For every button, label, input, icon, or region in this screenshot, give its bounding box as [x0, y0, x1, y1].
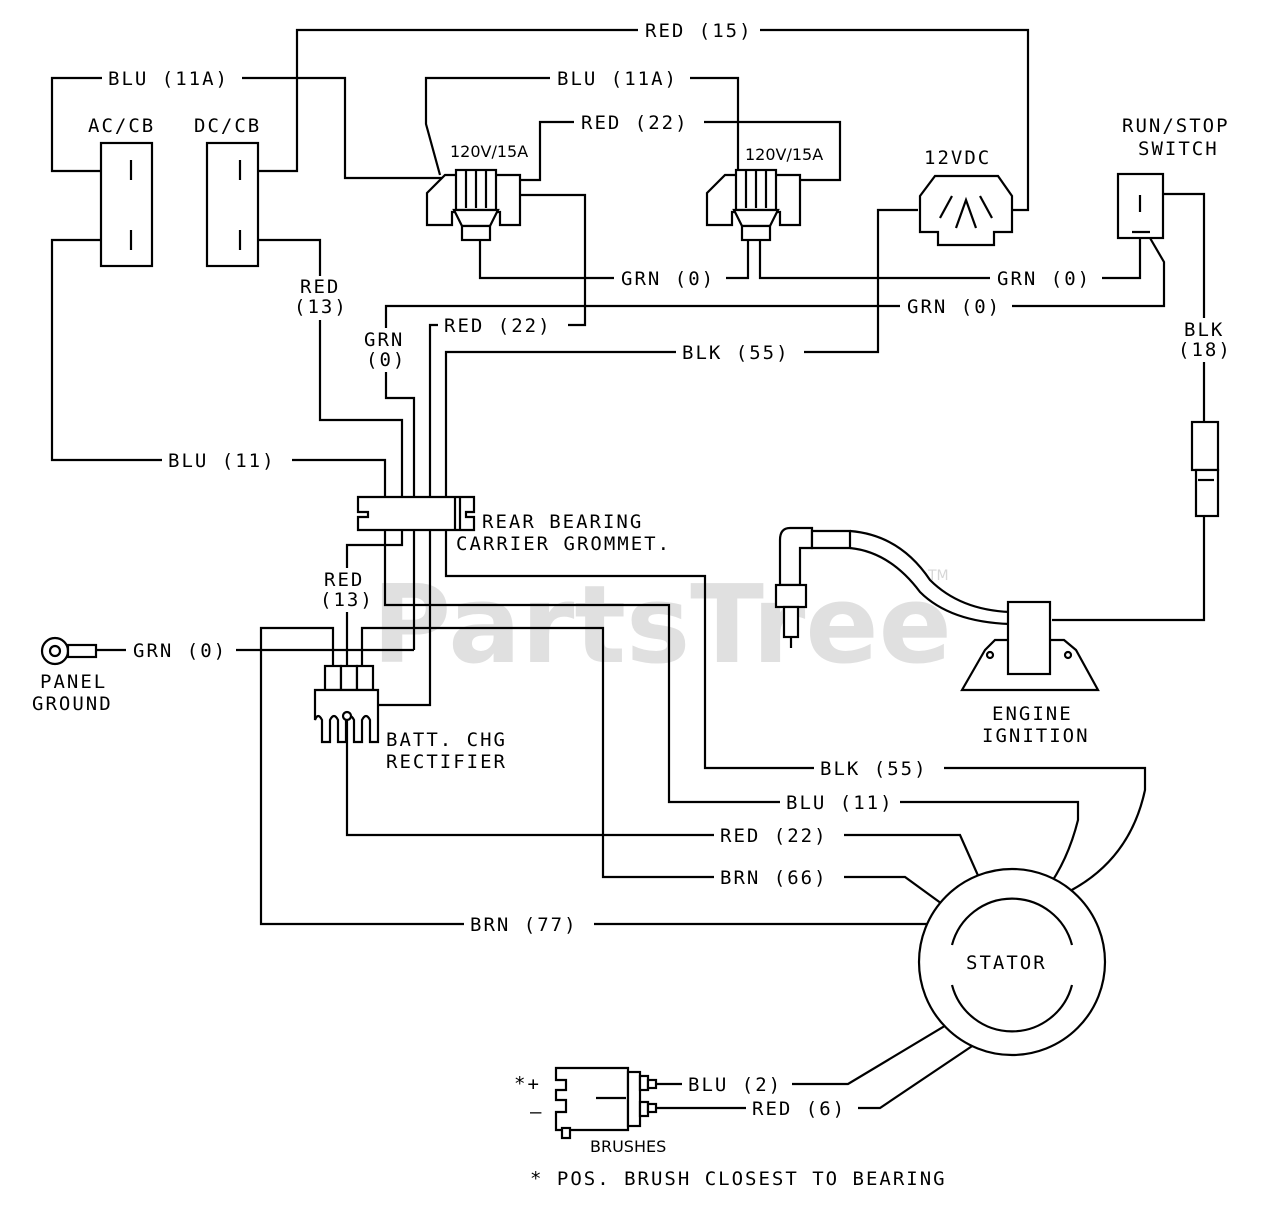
label-red-22-low: RED (22): [720, 825, 828, 847]
label-blk-55-low: BLK (55): [820, 758, 928, 780]
label-grn-0-v1: GRN: [364, 329, 404, 351]
run-stop-switch: [1116, 172, 1165, 240]
label-outlet-2: 120V/15A: [745, 145, 823, 164]
label-rectifier: RECTIFIER: [386, 751, 507, 773]
wire-red-6: [655, 1029, 997, 1110]
battery-charge-rectifier: [313, 664, 380, 744]
wire-blk-18-b: [1052, 515, 1206, 622]
label-blu-11a-2: BLU (11A): [557, 68, 678, 90]
label-red-22-top: RED (22): [581, 112, 689, 134]
label-outlet-1: 120V/15A: [450, 142, 528, 161]
label-ground: GROUND: [32, 693, 113, 715]
label-blk-18-1: BLK: [1184, 319, 1224, 341]
label-blu-11-low: BLU (11): [786, 792, 894, 814]
label-red-13-b1: RED: [324, 569, 364, 591]
component-labels: AC/CB DC/CB 120V/15A 120V/15A 12VDC RUN/…: [32, 115, 1230, 1190]
label-grn-0-v2: (0): [366, 349, 406, 371]
label-red-22-mid: RED (22): [444, 315, 552, 337]
label-blu-11-left: BLU (11): [168, 450, 276, 472]
panel-ground-lug: [40, 636, 98, 666]
outlet-120v-2: [705, 168, 802, 242]
label-blk-55-top: BLK (55): [682, 342, 790, 364]
wire-red-22-low: [345, 716, 990, 899]
label-red-15: RED (15): [645, 20, 753, 42]
label-batt-chg: BATT. CHG: [386, 729, 507, 751]
label-rear-bearing: REAR BEARING: [482, 511, 643, 533]
wire-connector: [1190, 420, 1220, 518]
label-brn-77: BRN (77): [470, 914, 578, 936]
rear-bearing-grommet: [356, 495, 476, 532]
label-brush-minus: –: [530, 1101, 543, 1123]
engine-ignition-coil: [960, 600, 1100, 692]
ac-circuit-breaker: [99, 141, 154, 268]
label-stator: STATOR: [966, 952, 1047, 974]
label-grn-0-b: GRN (0): [997, 268, 1091, 290]
ignition-lead: [849, 529, 1011, 626]
label-engine: ENGINE: [992, 703, 1073, 725]
label-blk-18-2: (18): [1178, 339, 1232, 361]
label-blu-2: BLU (2): [688, 1074, 782, 1096]
label-blu-11a-1: BLU (11A): [108, 68, 229, 90]
wire-brn-66: [360, 626, 961, 918]
label-grn-0-c: GRN (0): [907, 296, 1001, 318]
label-ignition: IGNITION: [982, 725, 1090, 747]
label-12vdc: 12VDC: [924, 147, 991, 169]
label-grn-0-a: GRN (0): [621, 268, 715, 290]
brushes: [554, 1066, 658, 1140]
label-red-13-a2: (13): [294, 296, 348, 318]
label-brushes: BRUSHES: [590, 1137, 666, 1156]
wire-red-13: [243, 238, 404, 666]
label-panel: PANEL: [40, 671, 107, 693]
wire-blu-11a-2: [424, 76, 740, 186]
label-red-13-b2: (13): [320, 589, 374, 611]
label-red-6: RED (6): [752, 1098, 846, 1120]
label-brush-plus: *+: [514, 1073, 541, 1095]
label-run-stop: RUN/STOP: [1122, 115, 1230, 137]
stator: [917, 867, 1107, 1057]
wire-labels: RED (15) BLU (11A) BLU (11A) RED (22) GR…: [102, 18, 1236, 1120]
label-ac-cb: AC/CB: [88, 115, 155, 137]
wire-grn-0-c: [384, 237, 1166, 650]
outlet-120v-1: [425, 168, 522, 242]
dc-circuit-breaker: [205, 141, 260, 268]
watermark: PartsTree: [372, 563, 952, 688]
footnote: * POS. BRUSH CLOSEST TO BEARING: [530, 1168, 947, 1190]
wire-grn-0-b: [758, 234, 1142, 280]
label-carrier-grommet: CARRIER GROMMET.: [456, 533, 671, 555]
label-dc-cb: DC/CB: [194, 115, 261, 137]
spark-plug: [774, 526, 852, 648]
label-brn-66: BRN (66): [720, 867, 828, 889]
watermark-tm: TM: [927, 568, 949, 584]
label-switch: SWITCH: [1138, 138, 1219, 160]
label-red-13-a1: RED: [300, 276, 340, 298]
outlet-12vdc: [918, 174, 1014, 247]
label-grn-0-panel: GRN (0): [133, 640, 227, 662]
